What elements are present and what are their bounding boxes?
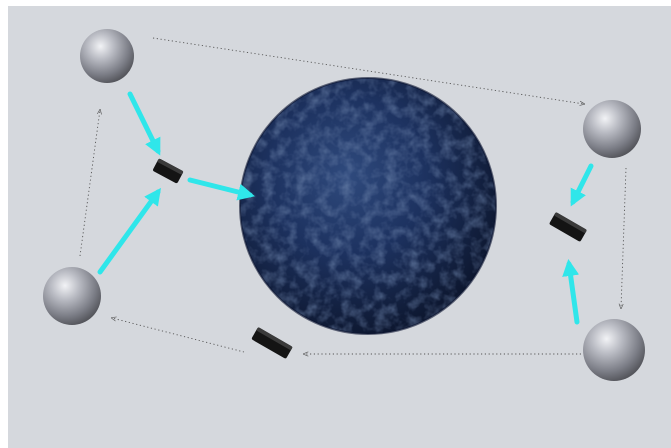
sphere-bottom-right xyxy=(583,319,645,381)
relay-block-left xyxy=(153,158,184,184)
relay-block-right xyxy=(549,212,587,242)
signal-arrow-left-block-to-planet xyxy=(187,177,255,201)
diagram-canvas xyxy=(8,6,671,448)
orbit-segment-top xyxy=(152,37,584,104)
sphere-top-left xyxy=(80,29,134,83)
sphere-bottom-left xyxy=(43,267,101,325)
orbital-diagram xyxy=(43,29,645,381)
signal-arrow-bottom-sphere-to-left-block xyxy=(97,187,161,275)
signal-arrow-sphere-to-left-block xyxy=(127,91,161,156)
signal-arrow-bottom-right-sphere-to-block xyxy=(562,258,580,325)
orbit-segment-left xyxy=(79,110,100,257)
sphere-top-right xyxy=(583,100,641,158)
orbit-segment-lower-left xyxy=(112,318,245,353)
relay-block-bottom xyxy=(251,327,293,359)
signal-arrow-top-right-sphere-to-block xyxy=(570,163,594,207)
orbit-segment-right xyxy=(621,167,627,308)
orbit-path xyxy=(79,37,627,354)
signal-arrows xyxy=(97,91,594,325)
planet xyxy=(239,77,497,335)
